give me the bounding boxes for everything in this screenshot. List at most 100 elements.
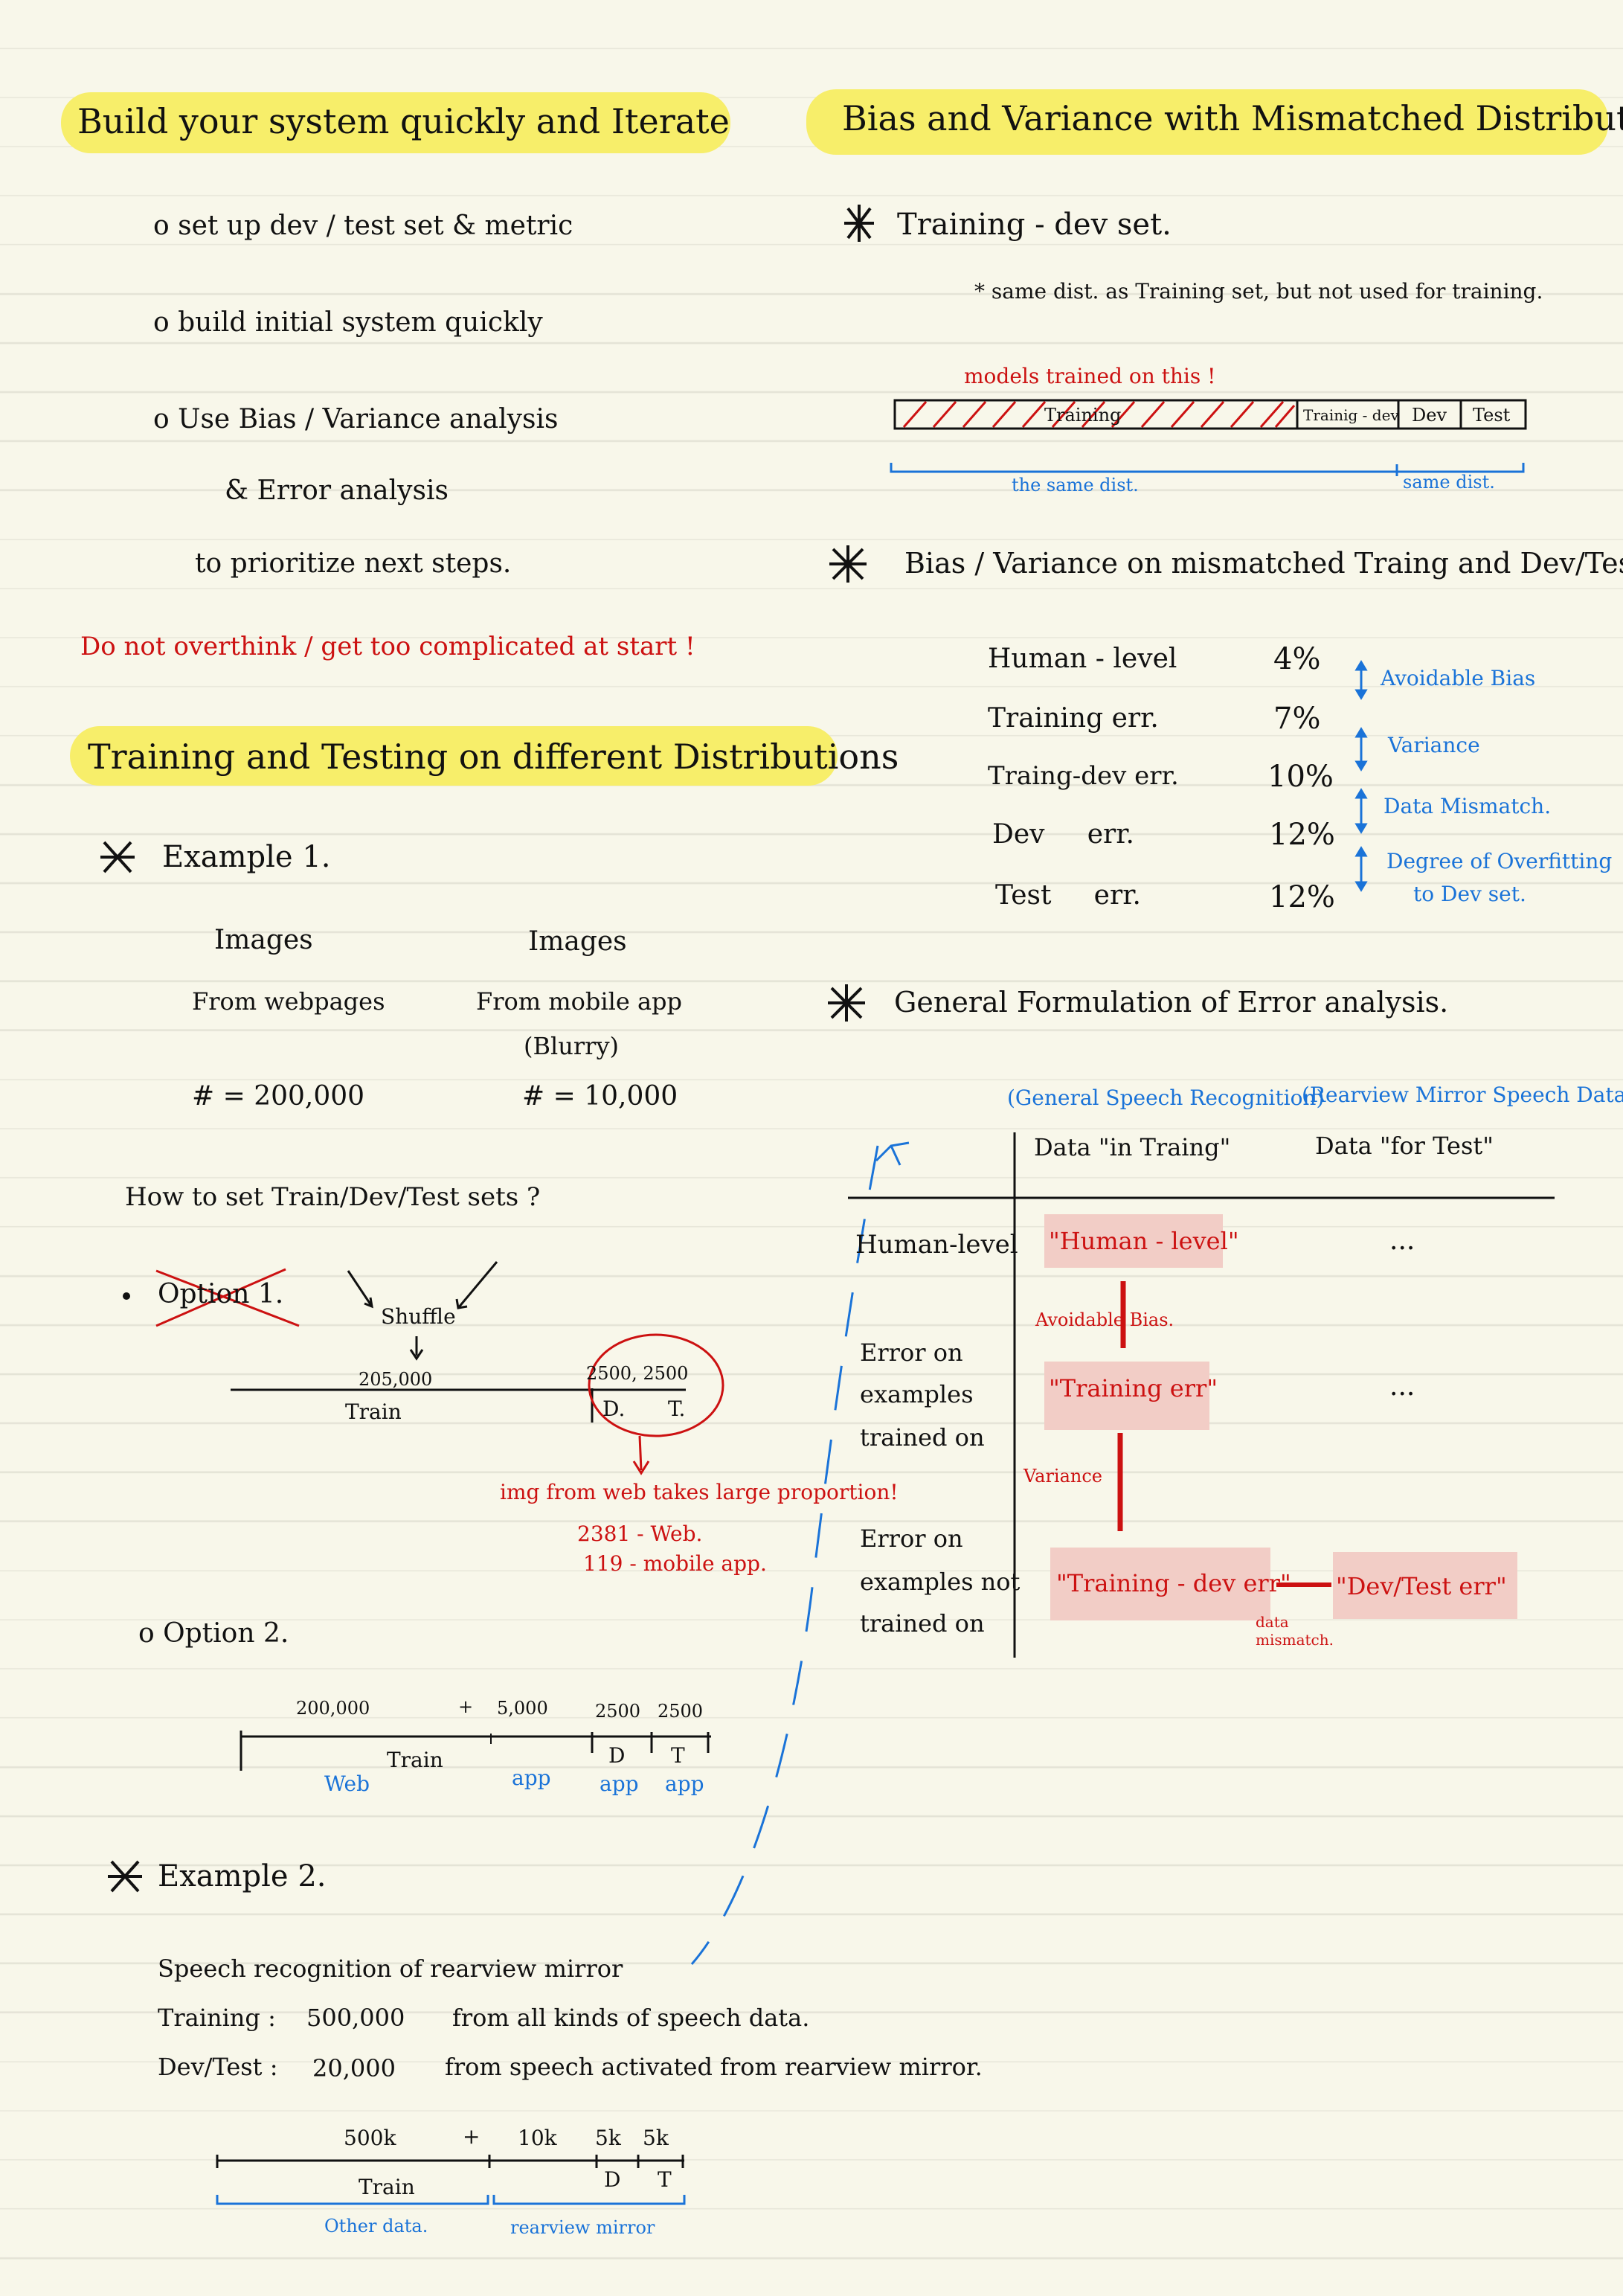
gap-overfitting: Degree of Overfitting — [1386, 849, 1613, 873]
gap-avoidable-bias: Avoidable Bias — [1381, 666, 1536, 690]
row-training-dev-err-label: Traing-dev err. — [988, 761, 1179, 791]
bullet-build: o build initial system quickly — [153, 307, 543, 338]
option2-app-source-1: app — [512, 1766, 551, 1790]
bullet-error-analysis: & Error analysis — [225, 475, 449, 506]
row-trained-1: Error on — [860, 1338, 963, 1367]
row-training-err-label: Training err. — [988, 703, 1159, 734]
cell-training-err: "Training err" — [1049, 1374, 1218, 1402]
training-dev-heading: Training - dev set. — [897, 208, 1172, 242]
images-app-label: Images — [528, 926, 627, 957]
count-web: # = 200,000 — [192, 1081, 365, 1112]
example2-devtest-count: 20,000 — [312, 2054, 396, 2082]
option2-app-source-3: app — [665, 1771, 704, 1796]
option2-dev: D — [608, 1743, 626, 1768]
row-human-level-value: 4% — [1273, 642, 1321, 676]
option2-train: Train — [387, 1748, 443, 1772]
row-dev-err-label: Dev err. — [992, 819, 1134, 850]
example1-heading: Example 1. — [162, 840, 331, 874]
training-dev-note: * same dist. as Training set, but not us… — [974, 279, 1543, 304]
example2-line1: Speech recognition of rearview mirror — [158, 1955, 623, 1983]
option2-web-count: 200,000 — [296, 1698, 370, 1719]
cell-training-dev-err: "Training - dev err" — [1056, 1569, 1291, 1597]
images-web-label: Images — [214, 925, 313, 955]
cell-dev-test-err-bg — [1333, 1552, 1517, 1619]
cell-dev-test-err: "Dev/Test err" — [1336, 1572, 1507, 1600]
row-not-trained-3: trained on — [860, 1609, 985, 1638]
row-trained-2: examples — [860, 1380, 974, 1408]
option2-app-count: 5,000 — [497, 1698, 548, 1719]
column2-header: Data "for Test" — [1315, 1132, 1494, 1160]
example2-devtest-desc: from speech activated from rearview mirr… — [445, 2053, 983, 2081]
bias-variance-heading: Bias / Variance on mismatched Traing and… — [904, 547, 1623, 580]
cell-human-level: "Human - level" — [1049, 1227, 1239, 1255]
count-app: # = 10,000 — [522, 1081, 678, 1112]
same-dist-2: same dist. — [1403, 472, 1495, 493]
option1-train: Train — [345, 1399, 402, 1424]
row-test-err-value: 12% — [1269, 880, 1335, 914]
example2-dev-count: 5k — [595, 2126, 621, 2150]
row-dev-err-value: 12% — [1269, 818, 1335, 852]
highlight-build — [61, 92, 730, 153]
highlight-training-testing — [70, 726, 838, 786]
row-training-dev-err-value: 10% — [1267, 760, 1334, 794]
gap-variance: Variance — [1388, 733, 1480, 757]
row-not-trained-1: Error on — [860, 1524, 963, 1553]
bar-training-dev-label: Trainig - dev — [1303, 406, 1399, 424]
label-avoidable-bias: Avoidable Bias. — [1035, 1309, 1174, 1330]
gap-data-mismatch: Data Mismatch. — [1383, 794, 1552, 818]
option2-label: o Option 2. — [138, 1618, 289, 1649]
models-trained-note: models trained on this ! — [964, 364, 1216, 388]
example2-other-data: Other data. — [324, 2216, 428, 2236]
row-training-err-value: 7% — [1273, 702, 1321, 736]
same-dist-1: the same dist. — [1012, 475, 1139, 496]
cell-training-dev-err-bg — [1050, 1548, 1270, 1620]
option2-app-source-2: app — [600, 1771, 639, 1796]
example2-training-desc: from all kinds of speech data. — [452, 2004, 810, 2032]
option1-train-count: 205,000 — [359, 1369, 433, 1390]
column2-top-label: (Rearview Mirror Speech Data) — [1302, 1083, 1623, 1107]
cell-training-err-bg — [1044, 1362, 1209, 1430]
dots-row2: ... — [1389, 1371, 1415, 1402]
example2-heading: Example 2. — [158, 1859, 327, 1893]
section-title-distributions: Training and Testing on different Distri… — [88, 737, 899, 777]
example2-test-count: 5k — [643, 2126, 669, 2150]
option2-web-source: Web — [324, 1771, 370, 1796]
warning-note: Do not overthink / get too complicated a… — [80, 632, 695, 661]
option2-dev-count: 2500 — [595, 1701, 641, 1722]
bar-training-label: Training — [1044, 405, 1122, 426]
example2-dev: D — [604, 2167, 621, 2192]
example2-training-label: Training : — [158, 2004, 276, 2032]
example2-rearview: rearview mirror — [510, 2217, 655, 2238]
option1-label: Option 1. — [158, 1279, 284, 1309]
shuffle-label: Shuffle — [381, 1304, 456, 1329]
option2-test: T — [671, 1743, 685, 1768]
example2-training-count: 500,000 — [306, 2004, 405, 2032]
row-not-trained-2: examples not — [860, 1568, 1021, 1596]
images-app-blurry: (Blurry) — [524, 1032, 619, 1060]
example2-devtest-label: Dev/Test : — [158, 2053, 278, 2081]
row-trained-3: trained on — [860, 1423, 985, 1452]
option1-web-count: 2381 - Web. — [577, 1521, 703, 1546]
general-formulation-heading: General Formulation of Error analysis. — [894, 986, 1449, 1019]
bullet-analysis: o Use Bias / Variance analysis — [153, 404, 559, 434]
images-app-source: From mobile app — [476, 987, 682, 1016]
option1-note: img from web takes large proportion! — [500, 1480, 899, 1504]
example2-train-count: 500k — [344, 2126, 396, 2150]
gap-overfitting-dev: to Dev set. — [1413, 882, 1526, 906]
row-test-err-label: Test err. — [995, 880, 1141, 911]
star-icon — [100, 205, 874, 1893]
bullet-prioritize: to prioritize next steps. — [195, 548, 512, 579]
option1-dt-count: 2500, 2500 — [586, 1363, 689, 1384]
option2-plus: + — [458, 1696, 474, 1717]
option1-test: T. — [668, 1396, 686, 1421]
row-human-level: Human-level — [855, 1230, 1018, 1260]
section-title-build: Build your system quickly and Iterate — [77, 101, 730, 141]
example2-extra-count: 10k — [518, 2126, 557, 2150]
bullet-setup: o set up dev / test set & metric — [153, 211, 573, 241]
highlight-bias-variance — [806, 89, 1608, 155]
label-variance: Variance — [1023, 1466, 1102, 1487]
example2-plus: + — [463, 2124, 481, 2149]
option1-dev: D. — [602, 1396, 626, 1421]
bar-test-label: Test — [1473, 405, 1511, 426]
example2-train: Train — [359, 2175, 415, 2199]
